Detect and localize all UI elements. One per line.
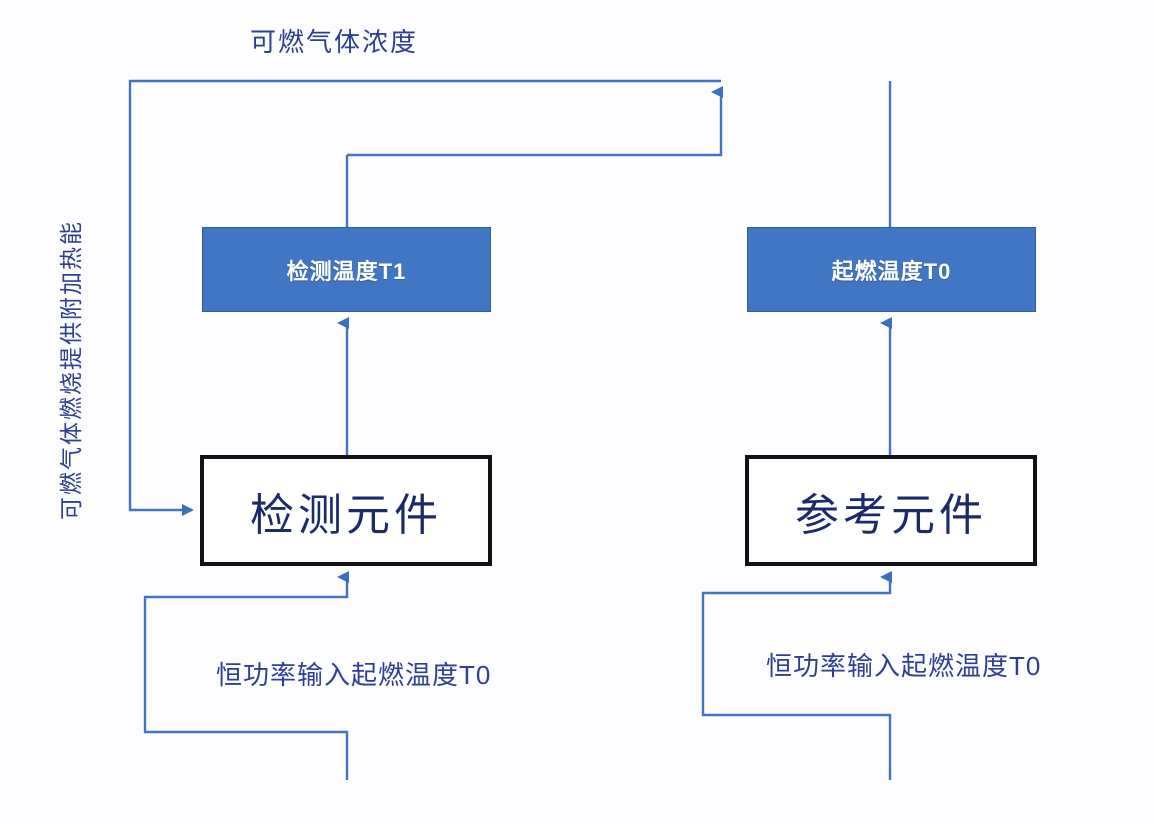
label-combustible-gas-concentration: 可燃气体浓度 — [250, 27, 419, 57]
node-ignition-temperature[interactable]: 起燃温度T0 — [747, 227, 1036, 312]
label-combustion-extra-heat: 可燃气体燃烧提供附加热能 — [58, 220, 84, 520]
node-reference-element[interactable]: 参考元件 — [745, 455, 1037, 566]
label-left-constant-power-input: 恒功率输入起燃温度T0 — [216, 660, 492, 690]
node-detect-temperature[interactable]: 检测温度T1 — [202, 227, 491, 312]
wire-ignition-to-bus — [347, 86, 723, 157]
label-right-constant-power-input: 恒功率输入起燃温度T0 — [766, 651, 1042, 681]
node-detect-element[interactable]: 检测元件 — [200, 455, 492, 566]
